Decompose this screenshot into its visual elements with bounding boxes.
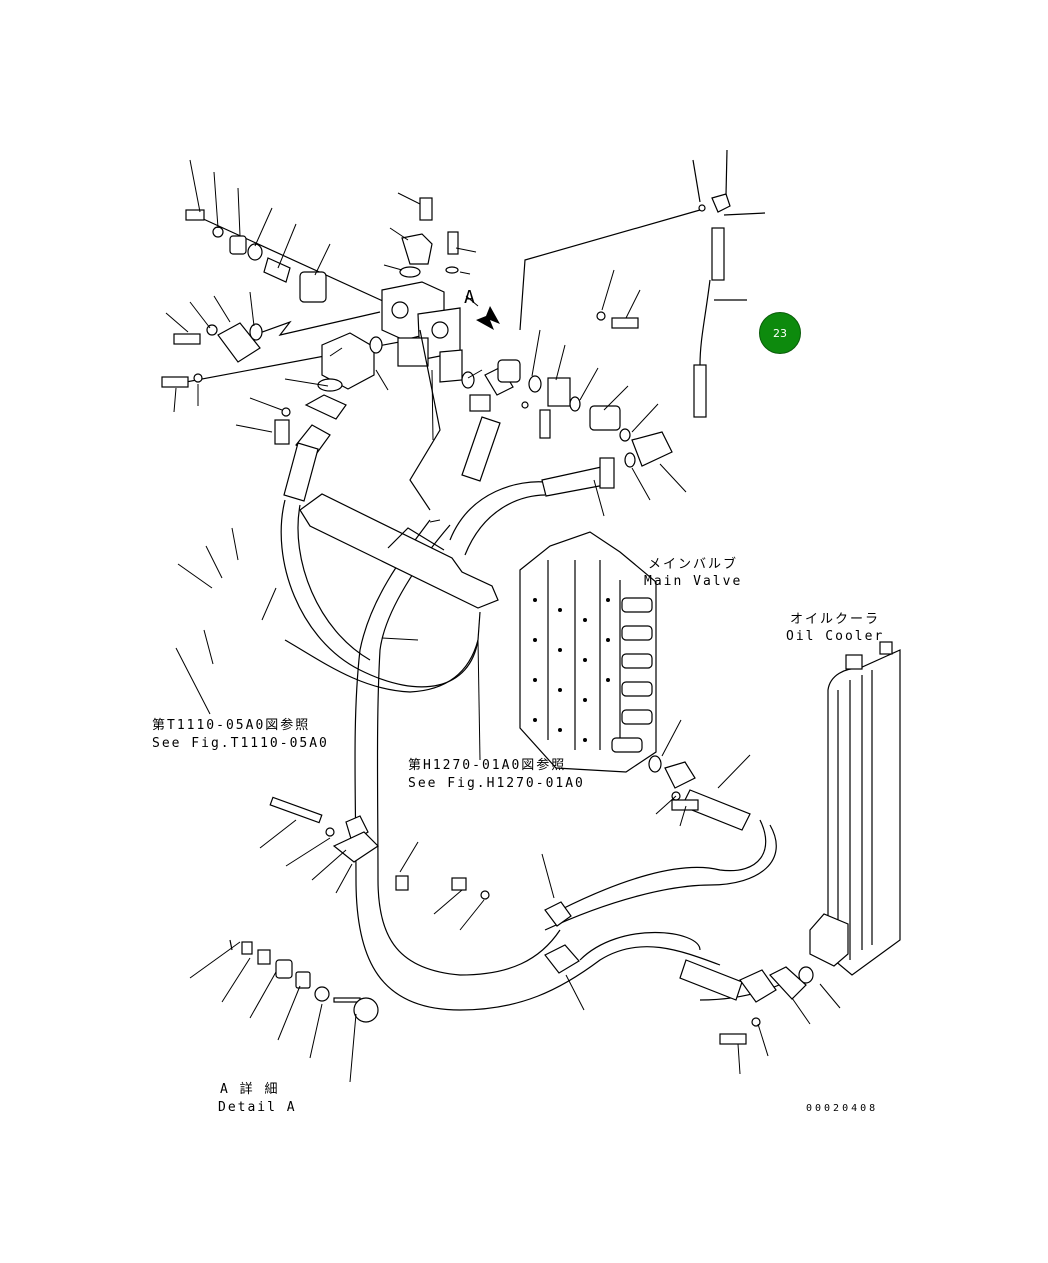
reference-1-en: See Fig.T1110-05A0 bbox=[152, 736, 329, 751]
valve-block-assembly bbox=[161, 197, 475, 502]
valve-outlet-fitting bbox=[664, 761, 751, 831]
leader-lines bbox=[165, 159, 841, 1083]
main-valve-label-en: Main Valve bbox=[644, 574, 743, 589]
detail-a-parts bbox=[229, 939, 379, 1023]
oil-cooler-label-jp: オイルクーラ bbox=[790, 612, 881, 627]
lower-clamps bbox=[269, 796, 580, 974]
reference-2-en: See Fig.H1270-01A0 bbox=[408, 776, 585, 791]
reference-2-jp: 第H1270-01A0図参照 bbox=[408, 758, 567, 773]
hose-lines bbox=[280, 481, 791, 1011]
detail-a-title-jp: A 詳 細 bbox=[220, 1082, 280, 1097]
mounting-bracket bbox=[299, 493, 499, 641]
center-fittings bbox=[409, 209, 701, 511]
callout-badge-23: 23 bbox=[759, 312, 801, 354]
hose-item-23 bbox=[692, 149, 766, 418]
lower-right-fitting bbox=[679, 959, 807, 1045]
detail-a-title-en: Detail A bbox=[218, 1100, 297, 1115]
oil-cooler-label-en: Oil Cooler bbox=[786, 629, 885, 644]
section-marker-a: A bbox=[464, 287, 477, 308]
main-valve bbox=[519, 531, 662, 773]
reference-1-jp: 第T1110-05A0図参照 bbox=[152, 718, 311, 733]
main-valve-label-jp: メインバルブ bbox=[648, 557, 739, 572]
oil-cooler bbox=[798, 641, 901, 984]
drawing-number: 00020408 bbox=[806, 1103, 879, 1114]
